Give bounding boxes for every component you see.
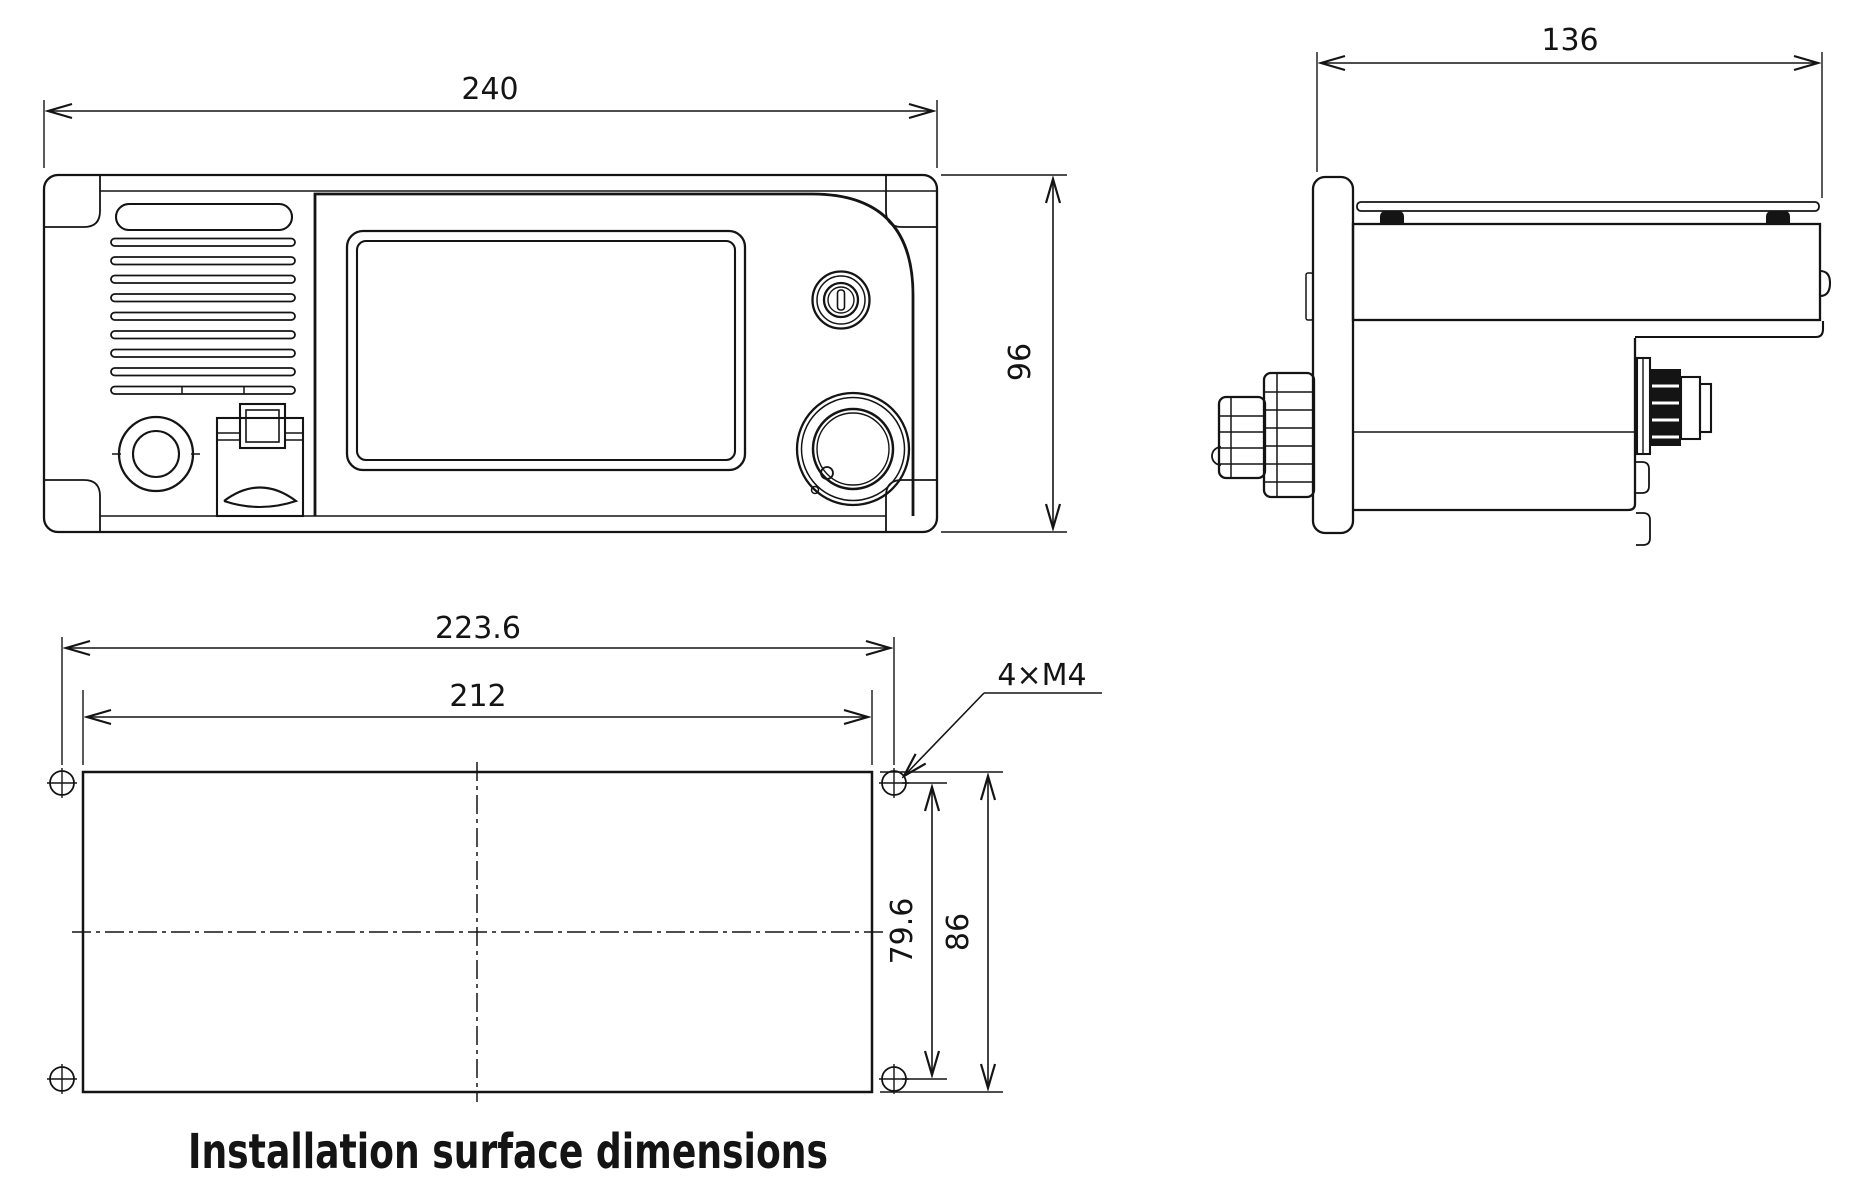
side-rear-bump [1819, 269, 1832, 298]
dim-cutout-height-label: 86 [941, 913, 976, 951]
dim-cutout-width: 212 [82, 679, 873, 765]
side-upper-body [1351, 222, 1822, 322]
screw-spec-note: 4×M4 [904, 658, 1102, 776]
screw-spec-leader [904, 692, 985, 776]
side-top-plate [1356, 201, 1820, 212]
dim-hole-pitch-width: 223.6 [61, 611, 895, 765]
rotary-knob [795, 391, 911, 507]
dim-cutout-width-label: 212 [449, 679, 506, 714]
dim-hole-pitch-height: 79.6 [885, 782, 947, 1080]
dim-front-height-label: 96 [1003, 343, 1038, 381]
mounting-hole-top-left [47, 768, 77, 798]
dim-front-height: 96 [941, 174, 1067, 533]
side-screw-left [1380, 211, 1404, 224]
power-icon [836, 289, 846, 311]
side-channel-knob [1211, 371, 1316, 499]
power-button [811, 270, 871, 330]
side-front-bezel [1311, 175, 1355, 535]
installation-caption: Installation surface dimensions [188, 1124, 828, 1180]
mounting-hole-bottom-left [47, 1064, 77, 1094]
front-face-plate [313, 192, 915, 516]
side-lip [1635, 321, 1825, 339]
side-screw-right [1766, 211, 1790, 224]
side-lower-body [1353, 338, 1637, 512]
mic-connector [112, 415, 200, 493]
screw-spec-label: 4×M4 [997, 658, 1086, 693]
dim-hole-pitch-height-label: 79.6 [885, 898, 920, 965]
side-power-connector [1635, 356, 1713, 546]
dim-front-width: 240 [43, 72, 938, 168]
dim-front-width-label: 240 [461, 72, 518, 107]
speaker-grille [110, 202, 296, 395]
dim-hole-pitch-width-label: 223.6 [435, 611, 521, 646]
side-view [1211, 175, 1832, 546]
dim-side-depth: 136 [1316, 23, 1823, 198]
dim-cutout-height: 86 [880, 771, 1003, 1093]
front-body-outline [42, 173, 939, 534]
installation-view: 223.6 212 4×M4 79.6 86 Installation surf… [47, 611, 1102, 1180]
mic-hanger-bracket [215, 402, 305, 518]
dim-side-depth-label: 136 [1541, 23, 1598, 58]
front-view [42, 173, 939, 534]
lcd-display [345, 229, 747, 472]
